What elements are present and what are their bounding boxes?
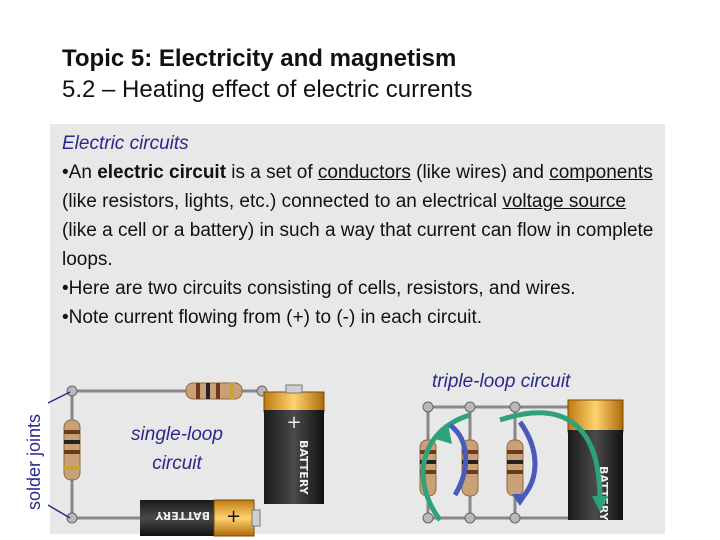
triple-loop-wires <box>426 405 580 520</box>
bullet-1-text: (like wires) and <box>410 162 550 183</box>
bullet-1-text: is a set of <box>226 162 318 183</box>
current-arrows <box>420 410 608 522</box>
bullet-1-text: (like resistors, lights, etc.) connected… <box>62 191 503 212</box>
term-voltage-source: voltage source <box>502 191 626 212</box>
bullet-1-text: An <box>68 162 98 183</box>
single-loop-label: single-loop circuit <box>131 424 223 474</box>
bullet-3: •Note current flowing from (+) to (-) in… <box>62 303 662 332</box>
body-text: Electric circuits •An electric circuit i… <box>62 129 662 332</box>
bullet-1-text: (like a cell or a battery) in such a way… <box>62 220 654 270</box>
content-panel <box>50 124 665 534</box>
battery-text: BATTERY <box>297 440 310 496</box>
battery-horizontal: + BATTERY <box>140 499 261 537</box>
bullet-2: •Here are two circuits consisting of cel… <box>62 274 662 303</box>
triple-resistors <box>419 439 524 497</box>
term-electric-circuit: electric circuit <box>97 162 227 183</box>
triple-solder-joints <box>422 401 521 524</box>
solder-joint <box>66 512 78 524</box>
title-line-2: 5.2 – Heating effect of electric current… <box>62 76 473 103</box>
title-line-1: Topic 5: Electricity and magnetism <box>62 45 457 72</box>
battery-plus: + <box>226 506 241 527</box>
section-heading: Electric circuits <box>62 133 189 154</box>
resistor-top <box>185 382 243 400</box>
battery-plus: + <box>286 412 301 433</box>
bullet-2-text: Here are two circuits consisting of cell… <box>68 278 576 299</box>
bullet-symbol: • <box>62 307 69 328</box>
bullet-3-text: Note current flowing from (+) to (-) in … <box>68 307 483 328</box>
term-components: components <box>549 162 653 183</box>
term-conductors: conductors <box>317 162 411 183</box>
triple-loop-label: triple-loop circuit <box>432 371 571 392</box>
solder-joint <box>66 385 78 397</box>
bullet-1: •An electric circuit is a set of conduct… <box>62 158 662 274</box>
battery-vertical: + BATTERY <box>263 384 325 504</box>
solder-pointer-lines <box>47 391 71 519</box>
bullet-symbol: • <box>62 162 69 183</box>
bullet-symbol: • <box>62 278 69 299</box>
slide-title: Topic 5: Electricity and magnetism 5.2 –… <box>62 44 472 106</box>
battery-text: BATTERY <box>154 509 210 522</box>
resistor-left <box>63 419 81 481</box>
